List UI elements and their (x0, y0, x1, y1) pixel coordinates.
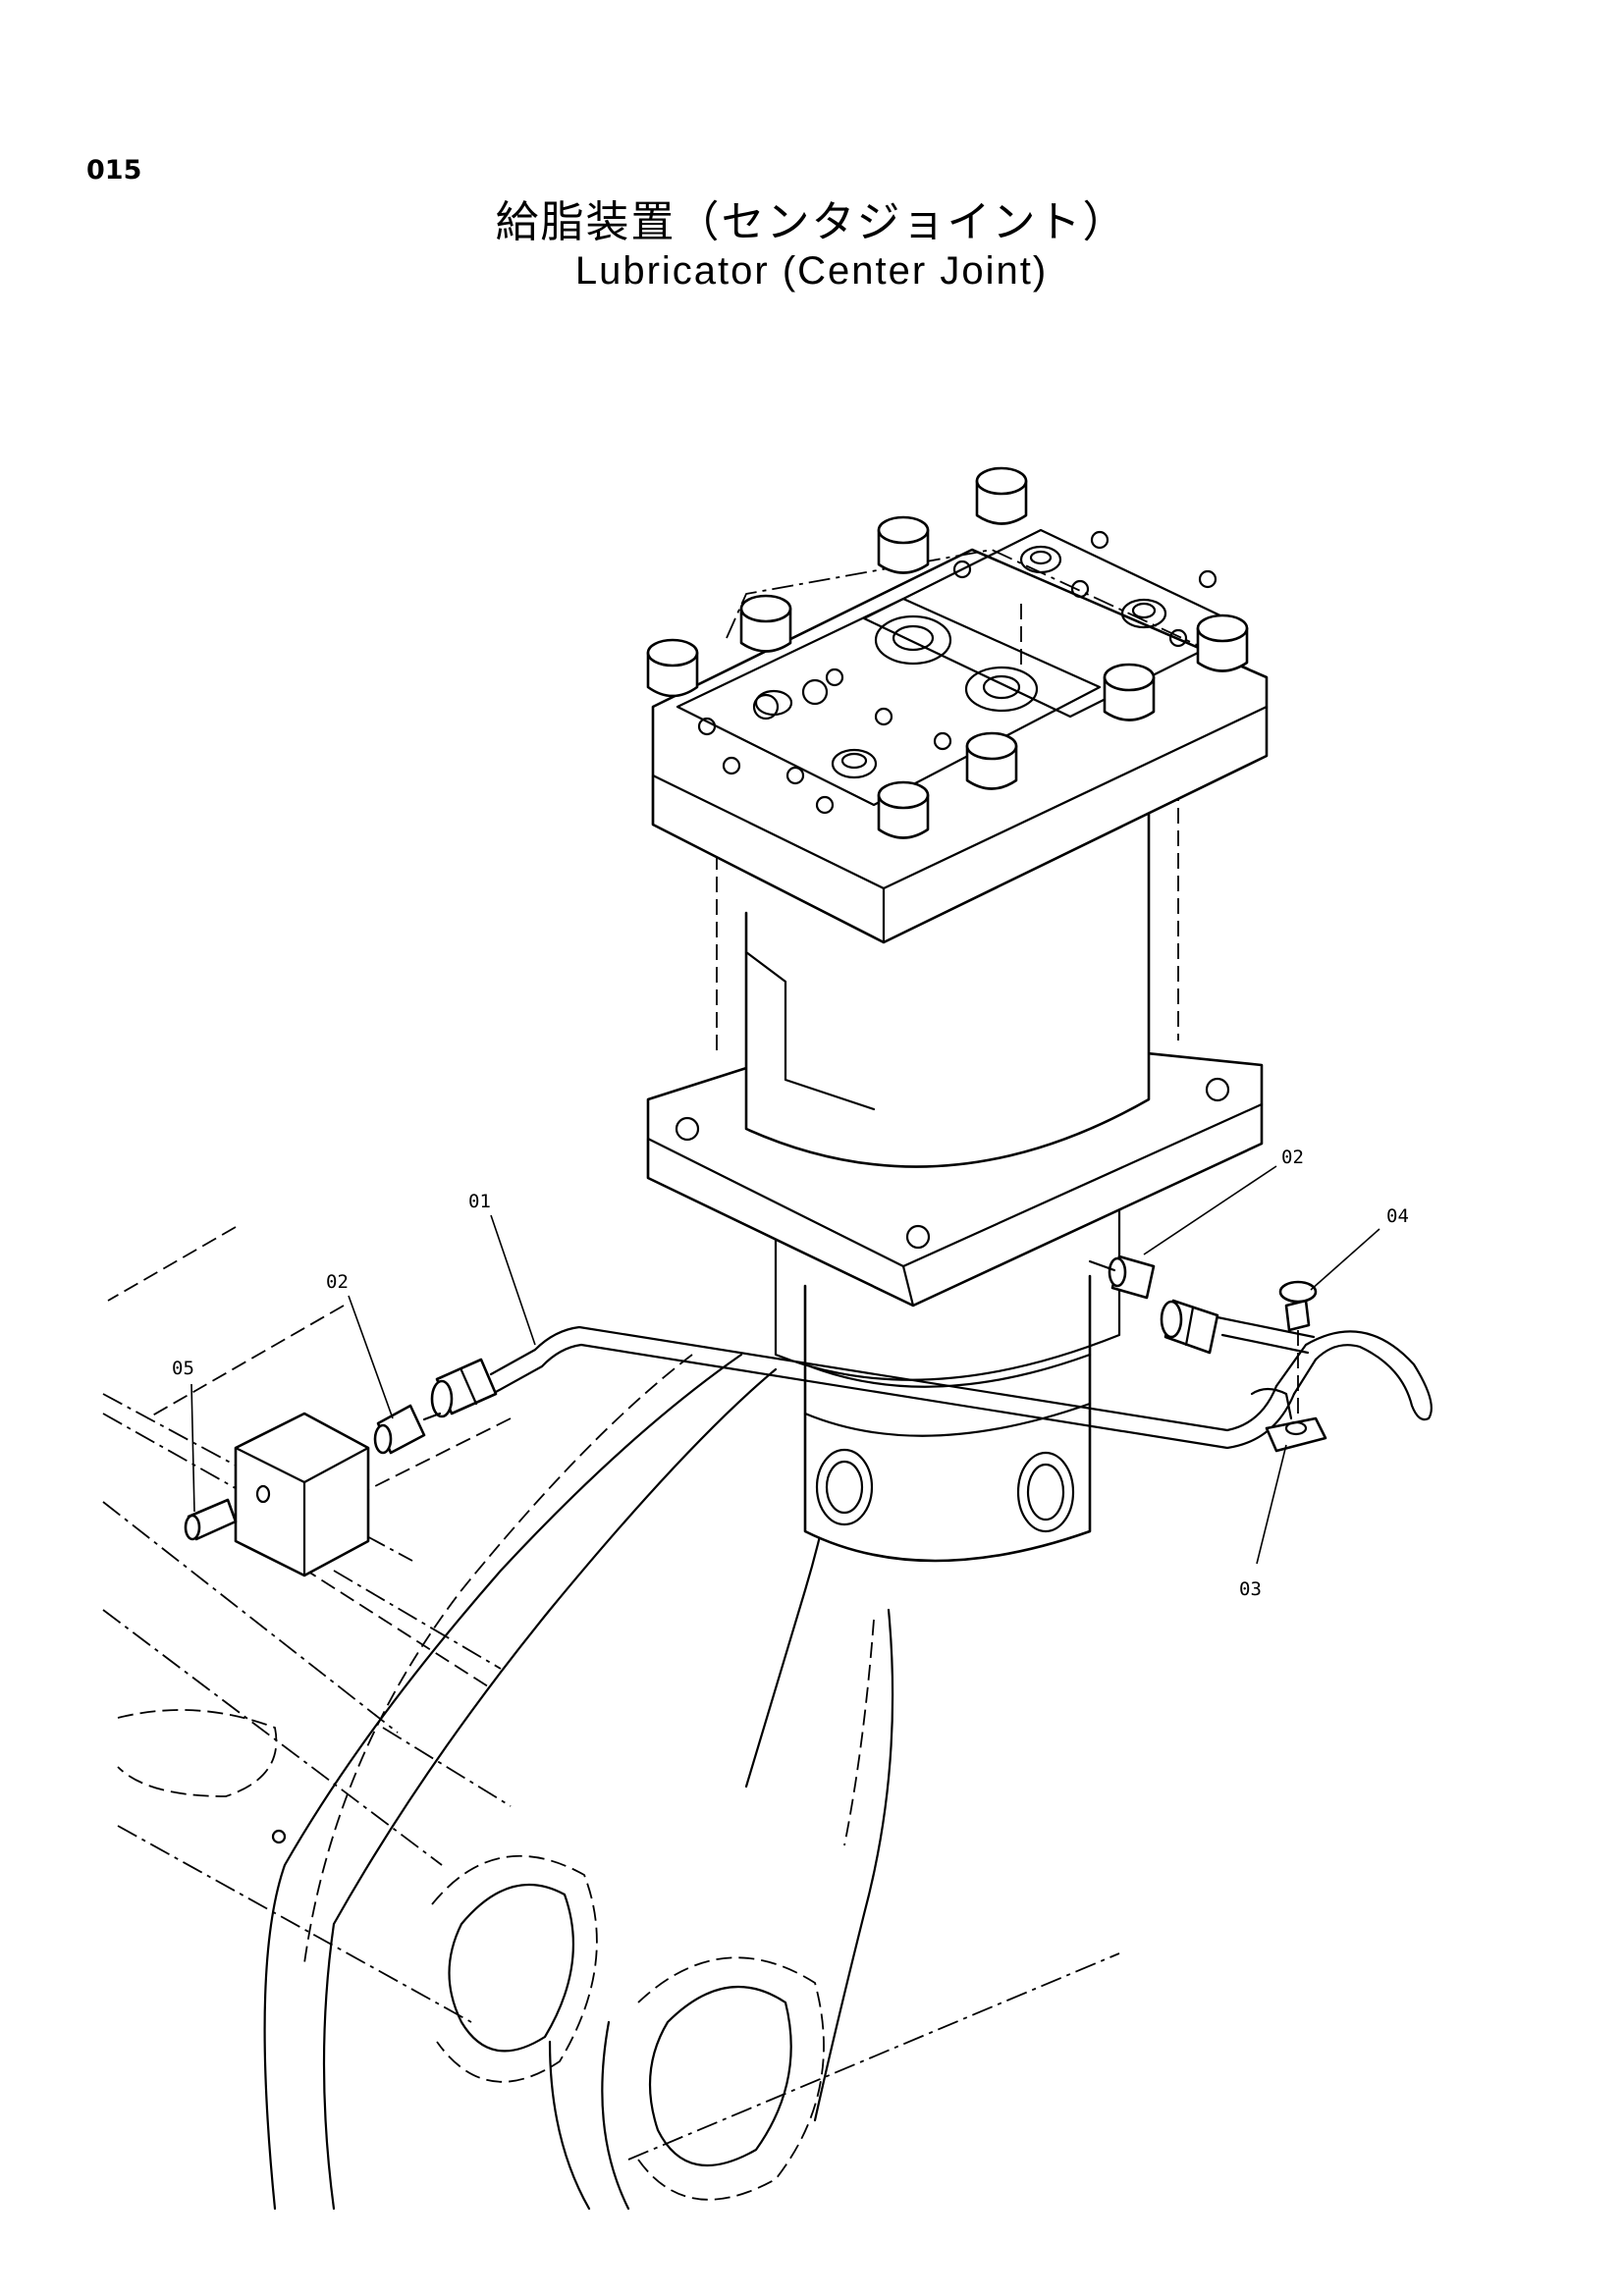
callout-leaders (190, 1165, 1380, 1565)
center-joint (646, 466, 1269, 1563)
callout-04: 04 (1386, 1205, 1409, 1227)
callout-02-right: 02 (1281, 1147, 1304, 1168)
callout-02-left: 02 (326, 1271, 349, 1293)
page-number: 015 (86, 155, 142, 186)
callout-01: 01 (468, 1191, 491, 1212)
frame-outline (102, 1226, 1120, 2161)
clamp-bolt (1250, 1280, 1327, 1453)
fitting-02-left (373, 1404, 442, 1455)
callout-03: 03 (1239, 1578, 1262, 1600)
arm-curves (263, 1353, 894, 2211)
callout-05: 05 (172, 1358, 194, 1379)
fitting-02-right (1088, 1255, 1156, 1300)
title-japanese: 給脂装置（センタジョイント） (495, 197, 1128, 247)
bolt-heads (646, 466, 1249, 839)
grease-block (184, 1412, 370, 1577)
title-english: Lubricator (Center Joint) (574, 249, 1049, 293)
